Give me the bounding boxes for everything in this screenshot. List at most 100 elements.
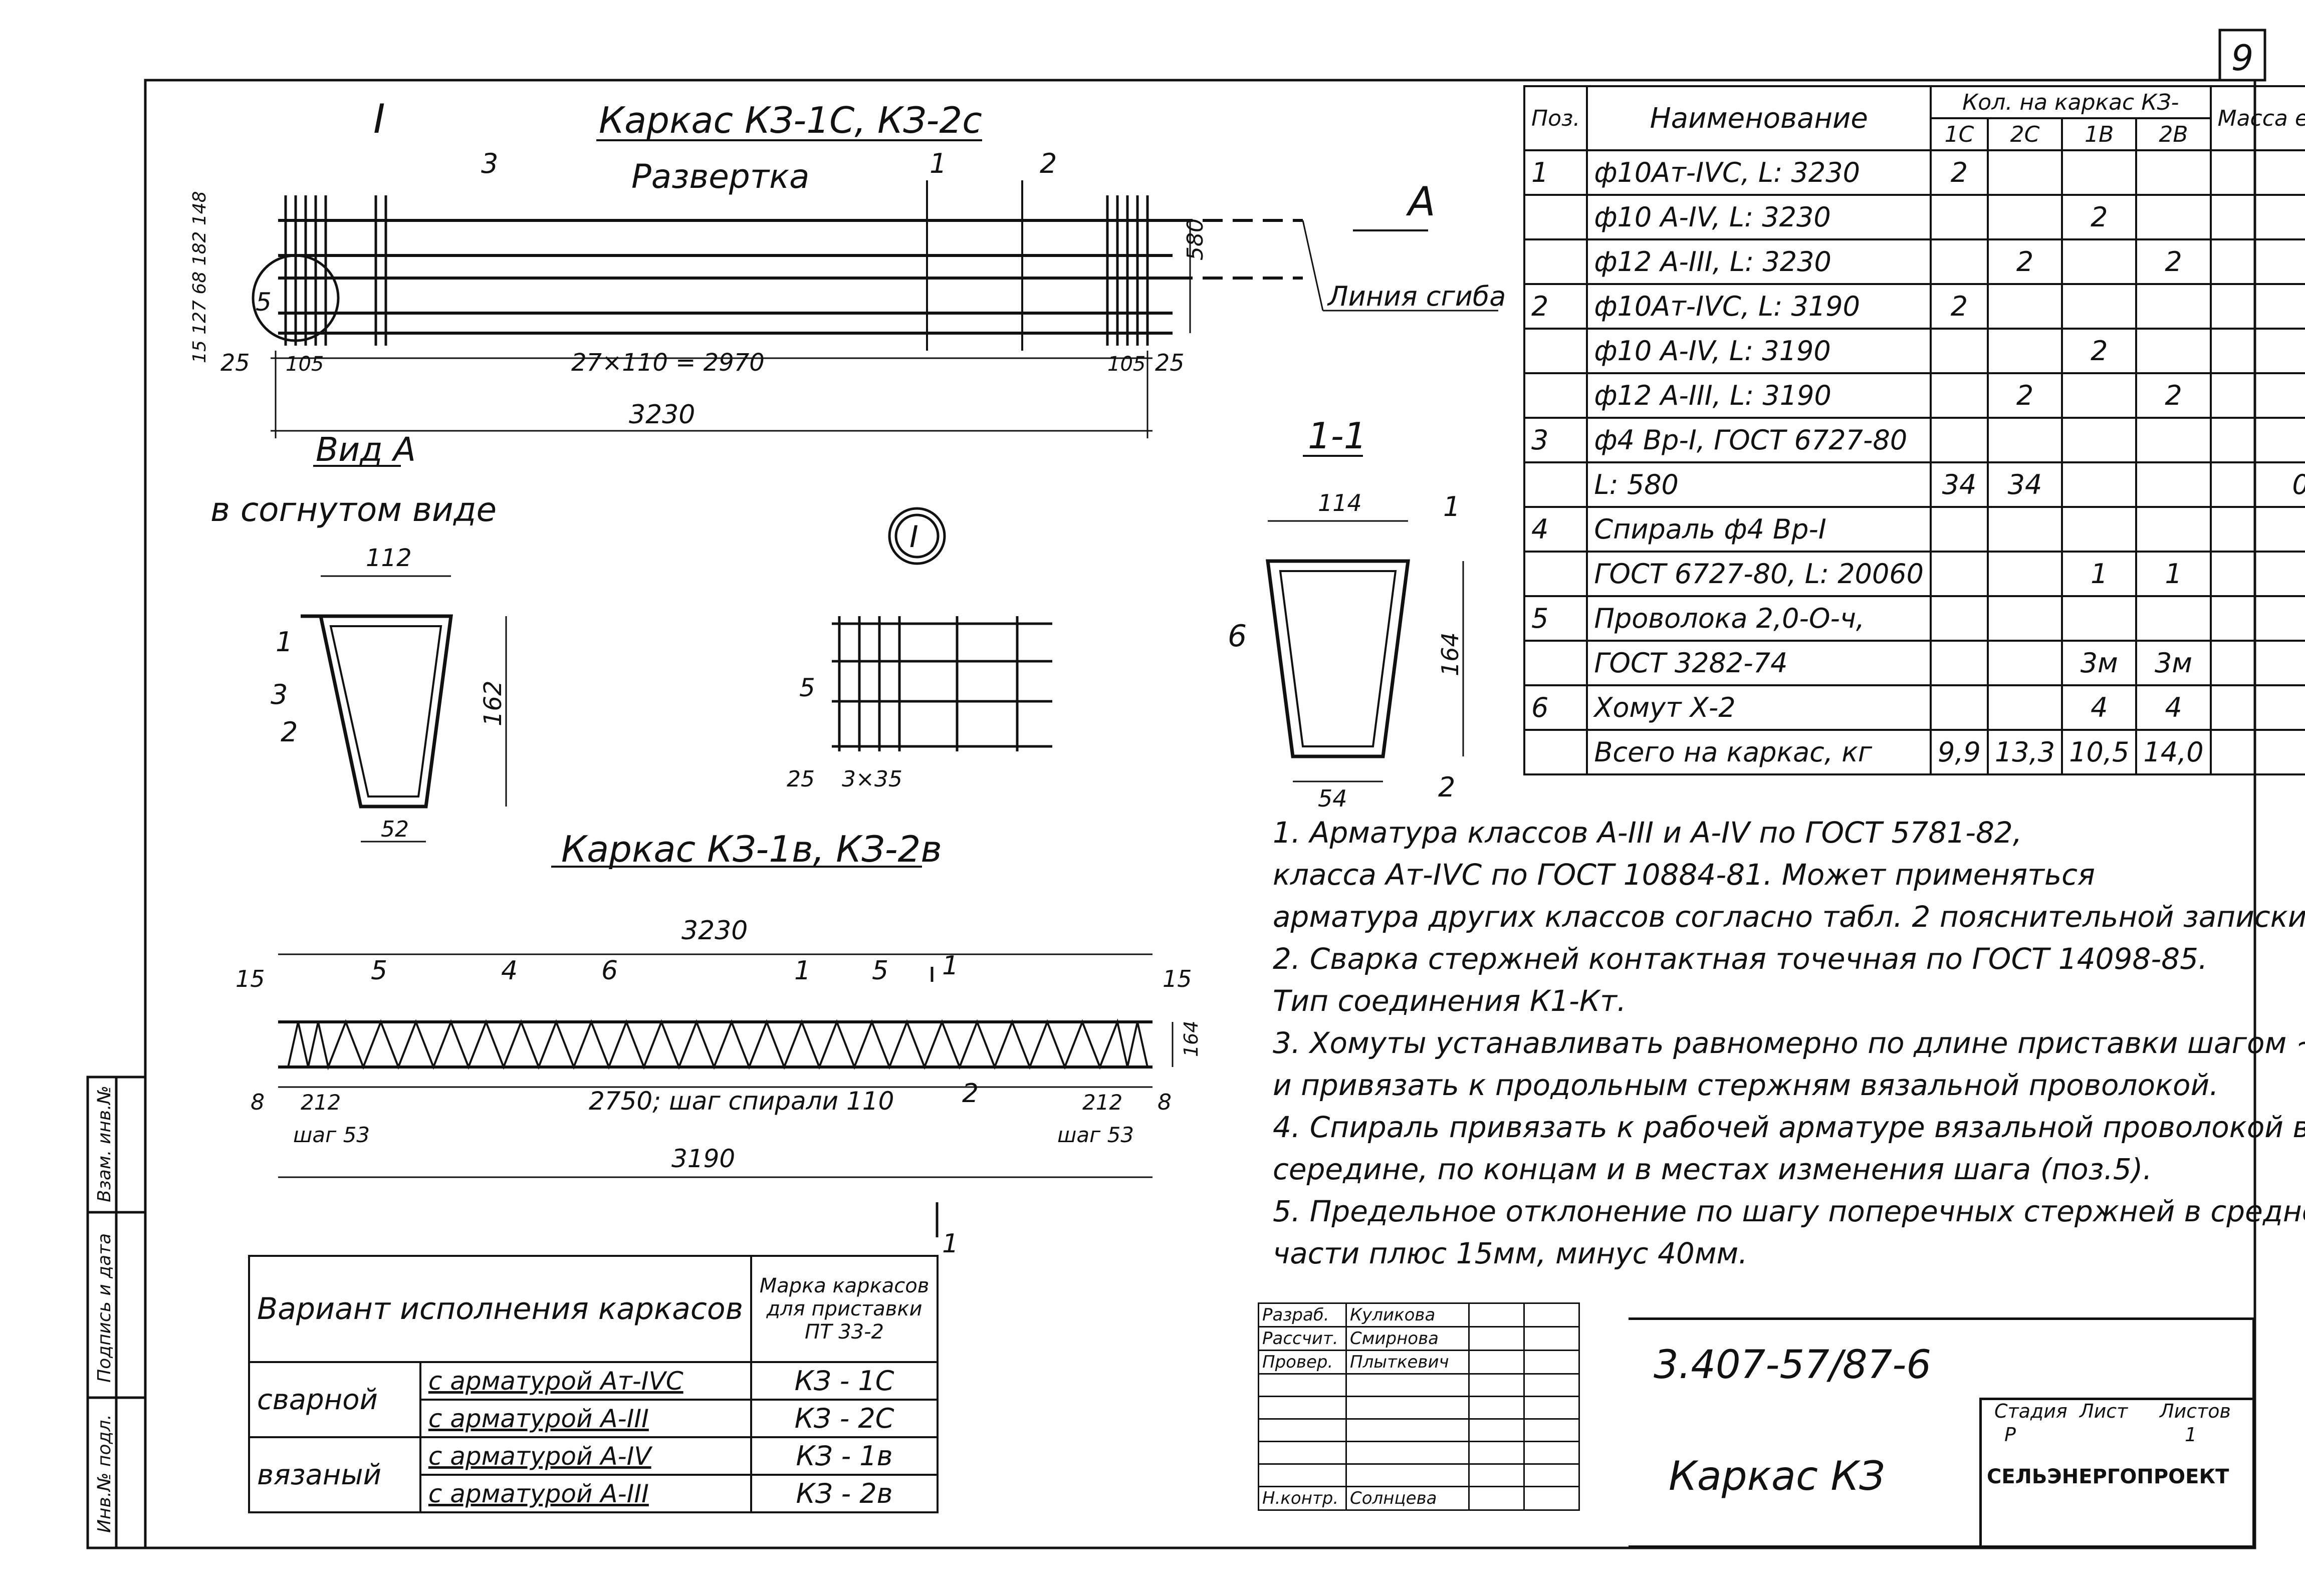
title-block-cell (1523, 1396, 1580, 1420)
title-block-cell (1258, 1418, 1347, 1442)
sheet-number-box (2218, 29, 2266, 82)
note-line: части плюс 15мм, минус 40мм. (1273, 1236, 1748, 1270)
spec-cell-q3: 2 (2061, 328, 2138, 374)
note-line: 1. Арматура классов А-III и А-IV по ГОСТ… (1273, 816, 2022, 850)
variant-mark: КЗ - 2С (750, 1399, 939, 1438)
spec-cell-name: ф4 Вр-I, ГОСТ 6727-80 (1586, 417, 1932, 463)
bottom-dim-212-right: 212 (1082, 1090, 1122, 1115)
spec-cell-q2 (1986, 506, 2063, 553)
sheet-value: 1 (2185, 1424, 2197, 1446)
title-block-cell (1468, 1418, 1525, 1442)
side-stamp-inv: Инв.№ подл. (94, 1414, 115, 1533)
spec-cell-mass (2209, 729, 2305, 775)
title-block-cell (1523, 1302, 1580, 1327)
spec-cell-q2 (1986, 417, 2063, 463)
notes: 1. Арматура классов А-III и А-IV по ГОСТ… (1273, 812, 2305, 1274)
note-line: Тип соединения К1-Кт. (1273, 984, 1627, 1018)
spec-cell-q3 (2061, 283, 2138, 330)
label-5: 5 (256, 288, 272, 317)
title-block-cell (1523, 1463, 1580, 1487)
spec-cell-q1 (1930, 238, 1989, 285)
spec-cell-q4: 2 (2135, 372, 2212, 419)
spec-cell-pos (1523, 461, 1588, 508)
view-A-label-3: 3 (271, 679, 288, 710)
spec-cell-name: ф10 А-IV, L: 3190 (1586, 328, 1932, 374)
spec-cell-q1: 9,9 (1930, 729, 1989, 775)
note-line: и привязать к продольным стержням вязаль… (1273, 1068, 2219, 1102)
spec-cell-name: ф12 А-III, L: 3190 (1586, 372, 1932, 419)
section-dim-164: 164 (1437, 632, 1464, 676)
variant-mark-header: Марка каркасов для приставки ПТ 33-2 (750, 1255, 939, 1363)
title-block-cell (1523, 1441, 1580, 1465)
spec-cell-q1 (1930, 595, 1989, 642)
note-line: 5. Предельное отклонение по шагу попереч… (1273, 1194, 2305, 1228)
title-block-cell: Н.контр. (1258, 1486, 1347, 1511)
spec-cell-q3 (2061, 149, 2138, 196)
spec-cell-q1 (1930, 417, 1989, 463)
note-line: арматура других классов согласно табл. 2… (1273, 900, 2305, 934)
stage-frame (1979, 1398, 2255, 1548)
title-block-cell (1468, 1441, 1525, 1465)
bottom-dim-15-left: 15 (236, 965, 265, 992)
variant-mark: КЗ - 1в (750, 1436, 939, 1476)
spec-cell-mass: 0,055 (2209, 461, 2305, 508)
spec-cell-name: ГОСТ 6727-80, L: 20060 (1586, 551, 1932, 597)
note-line: 3. Хомуты устанавливать равномерно по дл… (1273, 1026, 2305, 1060)
spec-cell-q1 (1930, 551, 1989, 597)
spec-cell-q3 (2061, 461, 2138, 508)
spec-cell-q4 (2135, 194, 2212, 240)
spec-cell-mass: 2,0 (2209, 149, 2305, 196)
spec-cell-q4 (2135, 283, 2212, 330)
spec-cell-q2 (1986, 328, 2063, 374)
note-line: 4. Спираль привязать к рабочей арматуре … (1273, 1110, 2305, 1144)
spec-cell-pos: 3 (1523, 417, 1588, 463)
sheet-number: 9 (2231, 38, 2254, 79)
dim-spacing: 27×110 = 2970 (571, 349, 765, 377)
bottom-label-6: 6 (601, 956, 618, 986)
spec-cell-q1 (1930, 506, 1989, 553)
view-A-dim-top: 112 (366, 544, 412, 572)
detail-label-5: 5 (799, 673, 815, 702)
bottom-dim-3230: 3230 (681, 916, 748, 946)
dim-total-top: 3230 (629, 400, 695, 430)
view-A-label-2: 2 (281, 716, 298, 748)
spec-cell-q1 (1930, 684, 1989, 731)
spec-cell-mass: 1,97 (2209, 551, 2305, 597)
spec-cell-mass: 1,98 (2209, 328, 2305, 374)
note-line: середине, по концам и в местах изменения… (1273, 1152, 2152, 1186)
title-block-cell (1523, 1350, 1580, 1375)
spec-cell-mass: 0,12 (2209, 684, 2305, 731)
doc-code: 3.407-57/87-6 (1654, 1343, 1931, 1388)
section-label-6: 6 (1228, 619, 1247, 654)
side-stamp-repl: Взам. инв.№ (94, 1086, 115, 1202)
dim-25-left: 25 (220, 349, 250, 376)
spec-cell-mass (2209, 506, 2305, 553)
bottom-title: Каркас КЗ-1в, КЗ-2в (561, 828, 942, 870)
spec-cell-q3 (2061, 417, 2138, 463)
spec-cell-name: ф10 А-IV, L: 3230 (1586, 194, 1932, 240)
title-block-cell (1345, 1373, 1470, 1397)
spec-cell-name: Спираль ф4 Вр-I (1586, 506, 1932, 553)
spec-cell-pos: 2 (1523, 283, 1588, 330)
spec-cell-name: ф12 А-III, L: 3230 (1586, 238, 1932, 285)
title-block-cell (1523, 1373, 1580, 1397)
bottom-dim-212-left: 212 (301, 1090, 341, 1115)
spec-cell-q2 (1986, 684, 2063, 731)
bottom-dim-8-right: 8 (1158, 1090, 1172, 1115)
spec-cell-q2: 2 (1986, 372, 2063, 419)
spec-cell-q2 (1986, 551, 2063, 597)
spec-cell-q2 (1986, 640, 2063, 686)
spec-cell-q4 (2135, 461, 2212, 508)
bottom-label-4: 4 (501, 956, 518, 986)
title-block-row (1258, 1441, 1580, 1465)
sheet-label: Лист (2080, 1400, 2128, 1422)
spec-qty-1v: 1В (2061, 117, 2138, 151)
spiral-cage (278, 1018, 1152, 1071)
bottom-dim-3190: 3190 (671, 1144, 735, 1173)
spec-cell-pos (1523, 372, 1588, 419)
variant-mark: КЗ - 1С (750, 1361, 939, 1401)
title-block-row: Провер.Плыткевич (1258, 1350, 1580, 1375)
spec-cell-pos: 4 (1523, 506, 1588, 553)
